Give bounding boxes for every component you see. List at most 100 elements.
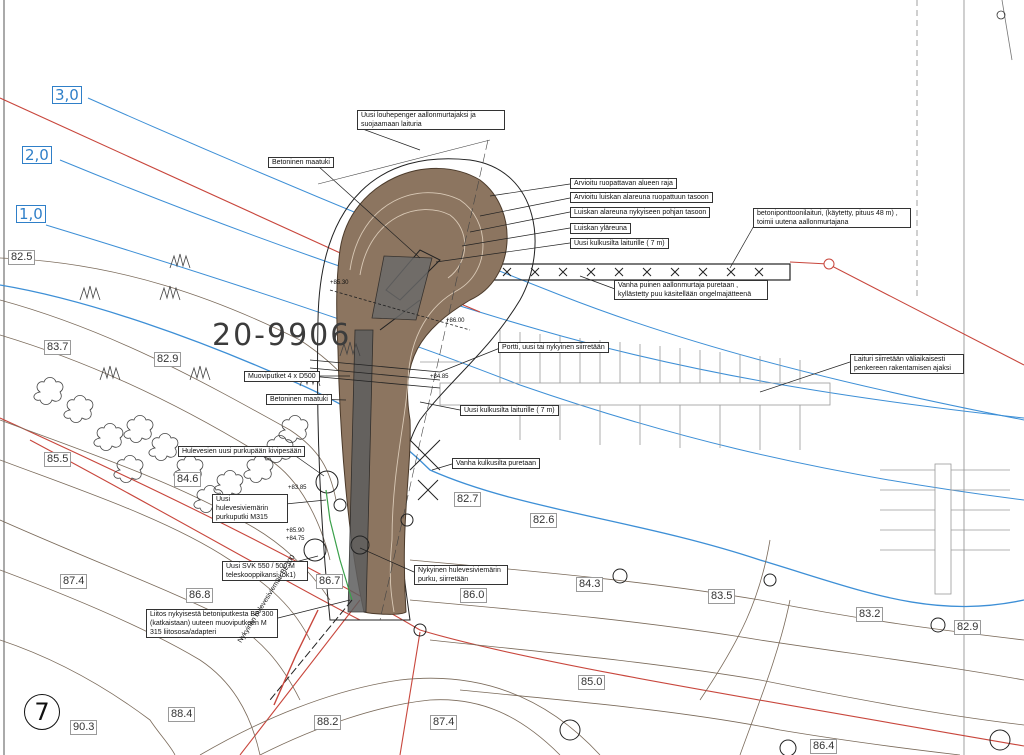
callout-storm-well: Hulevesien uusi purkupään kivipesään	[178, 446, 306, 457]
road-edge	[259, 699, 561, 755]
reed-icon	[159, 285, 181, 301]
manhole-icon	[350, 535, 370, 555]
tree-icon	[148, 433, 179, 461]
stone-basin-icon	[315, 470, 339, 494]
tree-icon	[93, 423, 124, 451]
property-line-c	[239, 599, 361, 755]
manhole-icon	[930, 617, 946, 633]
elevation-label: 87.4	[430, 715, 458, 730]
manhole-icon	[333, 498, 347, 512]
manhole-icon	[763, 573, 777, 587]
elevation-label: 84.6	[174, 472, 202, 487]
land-contours	[0, 257, 1024, 755]
height-mark: +84.85	[430, 374, 449, 380]
temporary-pier	[439, 382, 831, 406]
plastic-pipes-line	[309, 359, 441, 389]
depth-contour-label: 2,0	[22, 146, 52, 164]
callout-breakwater: Uusi louhepenger aallonmurtajaksi ja suo…	[357, 110, 505, 130]
storm-pipes	[269, 489, 353, 706]
benchmark-icon	[996, 10, 1006, 20]
elevation-label: 83.2	[856, 607, 884, 622]
new-storm-pipe	[325, 489, 353, 601]
elevation-label: 86.7	[316, 574, 344, 589]
walkway-path	[347, 329, 374, 613]
reed-icon	[79, 285, 101, 301]
road-edge	[699, 539, 771, 701]
reed-icon	[189, 365, 211, 381]
height-mark: +84.75	[286, 536, 305, 542]
callout-walkway-top: Uusi kulkusilta laiturille ( 7 m)	[570, 238, 669, 249]
callout-storm-outlet: Uusi hulevesiviemärin purkuputki M315	[212, 494, 288, 523]
manhole-icon	[413, 623, 427, 637]
callout-abutment-low: Betoninen maatuki	[266, 394, 332, 405]
manhole-icon	[400, 513, 414, 527]
depth-contour-2	[59, 159, 1024, 419]
tree-icon	[243, 455, 274, 483]
callout-valve: Uusi SVK 550 / 500 M teleskooppikansi (o…	[222, 561, 308, 581]
property-line-right	[789, 261, 1024, 366]
existing-storm-sewer-red	[273, 609, 319, 706]
land-contour	[409, 599, 1024, 681]
section-line-2	[317, 139, 491, 185]
tree-icon	[213, 470, 244, 498]
depth-contour-label: 1,0	[16, 205, 46, 223]
callout-dredge-limit: Arvioitu ruopattavan alueen raja	[570, 178, 677, 189]
height-mark: +83.85	[288, 485, 307, 491]
elevation-label: 87.4	[60, 574, 88, 589]
elevation-label: 82.5	[8, 250, 36, 265]
property-line-d	[399, 631, 421, 755]
elevation-label: 88.2	[314, 715, 342, 730]
callout-pontoon: betoniponttoonilaituri, (käytetty, pituu…	[753, 208, 911, 228]
old-walkway-remove-icon	[417, 479, 439, 501]
reed-icon	[339, 341, 361, 357]
elevation-label: 90.3	[70, 720, 98, 735]
land-contour	[0, 459, 311, 641]
callout-slope-toe-dredge: Arvioitu luiskan alareuna ruopattuun tas…	[570, 192, 713, 203]
elevation-label: 82.7	[454, 492, 482, 507]
old-walkway-remove-icon	[409, 439, 441, 471]
section-axis	[379, 139, 489, 621]
tree-icon	[63, 395, 94, 423]
property-line-lower	[0, 417, 1024, 747]
survey-point	[823, 258, 835, 270]
elevation-label: 86.0	[460, 588, 488, 603]
road-edge	[199, 677, 601, 755]
manhole-icon	[989, 729, 1011, 751]
shoreline	[0, 284, 1024, 608]
plot-id: 20-9906	[212, 318, 352, 353]
land-contour	[429, 639, 1024, 726]
callout-abutment-top: Betoninen maatuki	[268, 157, 334, 168]
land-contour	[0, 639, 176, 755]
embankment	[309, 139, 536, 621]
elevation-label: 83.7	[44, 340, 72, 355]
dredge-limit-outline	[317, 158, 536, 621]
depth-contour-3	[87, 97, 1024, 421]
callout-slope-toe-bottom: Luiskan alareuna nykyiseen pohjan tasoon	[570, 207, 711, 218]
elevation-label: 85.0	[578, 675, 606, 690]
callout-slope-crest: Luiskan yläreuna	[570, 223, 631, 234]
old-breakwater-marks	[502, 267, 764, 277]
east-pier-fingers	[880, 469, 1010, 551]
tree-icon	[123, 415, 154, 443]
height-mark: +85.30	[330, 280, 349, 286]
height-mark: +85.90	[286, 528, 305, 534]
elevation-label: 88.4	[168, 707, 196, 722]
depth-contour-label: 3,0	[52, 86, 82, 104]
depth-contour-1	[45, 224, 1024, 501]
height-mark: +86.00	[446, 318, 465, 324]
elevation-label: 82.9	[954, 620, 982, 635]
property-line-b	[29, 439, 361, 621]
manhole-icon	[612, 568, 628, 584]
elevation-label: 86.4	[810, 739, 838, 754]
callout-old-walkway: Vanha kulkusilta puretaan	[452, 458, 541, 469]
elevation-label: 84.3	[576, 577, 604, 592]
sheet-number: 7	[24, 694, 60, 730]
reed-icon	[99, 365, 121, 381]
elevation-label: 82.9	[154, 352, 182, 367]
east-pier	[934, 463, 952, 595]
callout-plastic-pipes: Muoviputket 4 x D500	[244, 371, 320, 382]
boundary-tr	[1001, 0, 1013, 61]
elevation-label: 86.8	[186, 588, 214, 603]
